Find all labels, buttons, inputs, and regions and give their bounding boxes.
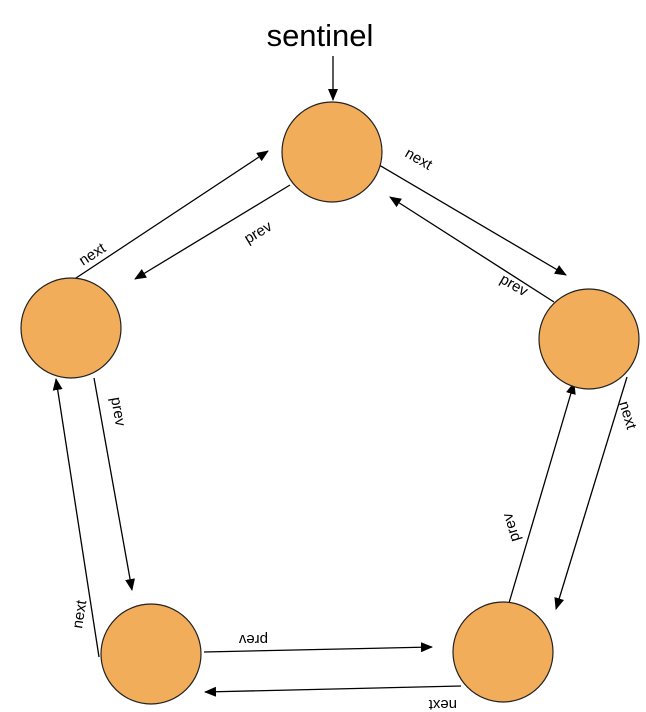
label-bottom-right-right-prev: prev — [499, 510, 524, 543]
node-left — [20, 277, 122, 379]
edge-node-right-to-node-bottom-right-next — [554, 376, 628, 610]
node-bottom-left — [100, 603, 202, 705]
sentinel-label: sentinel — [267, 18, 374, 53]
label-bottom-right-bottom-left-next: next — [428, 696, 457, 712]
node-right — [538, 288, 640, 390]
label-left-top-next: next — [76, 239, 110, 269]
label-bottom-left-left-next: next — [69, 598, 90, 629]
label-top-left-prev: prev — [241, 218, 275, 248]
label-right-bottom-right-next: next — [615, 399, 640, 432]
edge-node-left-to-node-bottom-left-prev — [93, 377, 135, 591]
edge-node-bottom-right-to-node-right-prev — [508, 382, 576, 604]
edge-node-bottom-right-to-node-bottom-left-next — [204, 685, 462, 697]
edge-node-bottom-left-to-node-bottom-right-prev — [203, 642, 433, 653]
label-right-top-prev: prev — [497, 271, 531, 301]
node-top — [281, 101, 383, 203]
edge-node-bottom-left-to-node-left-next — [52, 378, 100, 658]
edge-node-left-to-node-top-next — [72, 150, 269, 281]
label-left-bottom-left-prev: prev — [107, 396, 129, 428]
edge-node-top-to-node-right-next — [373, 161, 567, 276]
label-bottom-left-bottom-right-prev: prev — [238, 631, 268, 648]
edge-node-top-to-node-left-prev — [134, 184, 291, 280]
label-top-right-next: next — [402, 145, 436, 174]
node-bottom-right — [452, 601, 554, 703]
edge-node-right-to-node-top-prev — [389, 196, 555, 303]
